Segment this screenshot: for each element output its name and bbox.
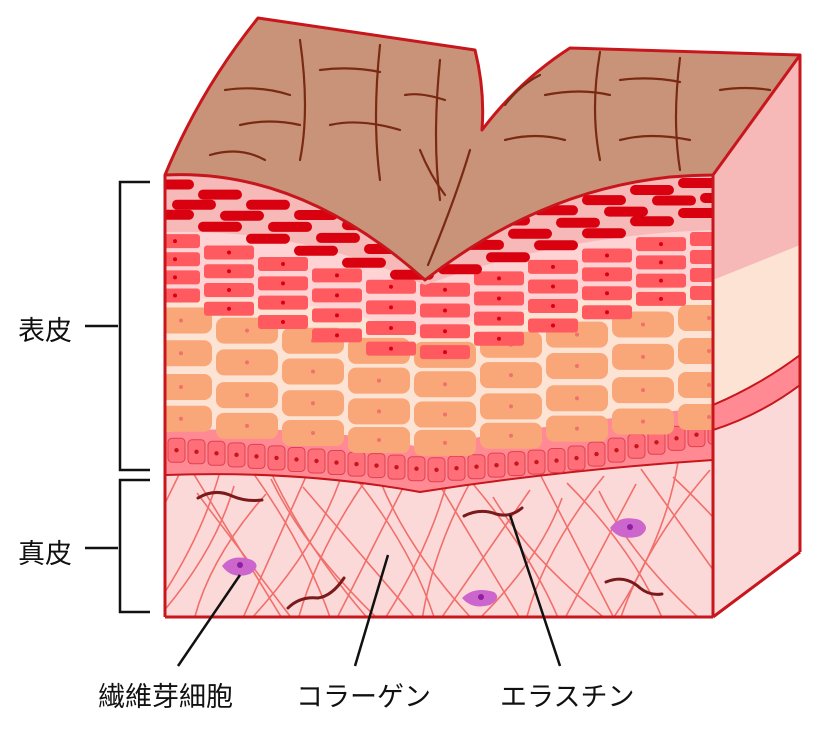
epidermis-bracket	[85, 180, 150, 472]
skin-cell	[508, 228, 552, 239]
side-face	[713, 55, 800, 617]
skin-cell	[582, 195, 626, 206]
skin-cell	[678, 338, 713, 364]
skin-cell	[534, 240, 578, 251]
fibroblast-cell-icon	[222, 557, 257, 576]
skin-cell	[165, 270, 200, 285]
skin-cell	[630, 184, 674, 195]
skin-cell	[316, 232, 360, 243]
elastin-fiber-icon	[462, 506, 524, 518]
skin-cell	[165, 288, 200, 303]
skin-cell	[582, 228, 626, 239]
skin-cell	[690, 250, 713, 264]
skin-surface	[163, 16, 802, 282]
skin-cell	[165, 373, 212, 400]
skin-cell	[198, 189, 242, 200]
basal-cells	[167, 419, 713, 483]
fibroblast-label: 繊維芽細胞	[98, 682, 233, 713]
dermis-label: 真皮	[18, 539, 72, 570]
elastin-fiber-icon	[604, 577, 664, 596]
elastin-fiber-icon	[286, 576, 346, 610]
granular-cells	[165, 232, 713, 360]
skin-cell	[165, 179, 194, 190]
leader-lines	[176, 514, 562, 667]
skin-cell	[678, 178, 713, 188]
skin-cell	[165, 234, 200, 249]
skin-cell	[700, 193, 713, 203]
skin-cell	[342, 257, 386, 268]
skin-cell	[198, 221, 242, 232]
fibroblast-cell-icon	[462, 590, 498, 607]
skin-cell	[220, 210, 264, 221]
skin-cell	[678, 208, 713, 218]
skin-cell	[172, 199, 216, 210]
skin-cell	[438, 264, 482, 275]
collagen-label: コラーゲン	[296, 682, 431, 713]
skin-cell	[652, 195, 696, 206]
skin-cell	[246, 233, 290, 244]
skin-cell	[604, 206, 648, 217]
elastin-leader	[508, 514, 562, 667]
collagen-leader	[353, 554, 390, 667]
fibroblast-cell-icon	[610, 518, 646, 538]
fibroblast-leader	[176, 574, 242, 667]
elastin-fiber-icon	[196, 491, 264, 502]
skin-cell	[165, 405, 212, 432]
skin-cell	[678, 372, 713, 398]
collagen-fibers	[165, 440, 713, 617]
skin-cell	[268, 221, 312, 232]
skin-cell	[678, 404, 713, 430]
fibroblast-cells	[222, 518, 646, 607]
dermis-bracket	[85, 478, 150, 614]
skin-cell	[165, 252, 200, 267]
skin-cell	[690, 268, 713, 282]
side-basal-layer	[713, 353, 800, 432]
skin-cell	[165, 307, 212, 334]
skin-cell	[486, 252, 530, 263]
skin-cell	[165, 209, 194, 220]
skin-cell	[556, 217, 600, 228]
skin-cell	[690, 286, 713, 300]
skin-cell	[678, 305, 713, 331]
epidermis-label: 表皮	[18, 316, 72, 347]
skin-cell	[690, 232, 713, 246]
block-outline	[163, 55, 802, 619]
skin-cell	[630, 216, 674, 227]
skin-cell	[294, 245, 338, 256]
skin-cell	[246, 199, 290, 210]
elastin-label: エラスチン	[500, 682, 635, 713]
elastin-fibers	[196, 491, 664, 610]
skin-cell	[165, 340, 212, 367]
